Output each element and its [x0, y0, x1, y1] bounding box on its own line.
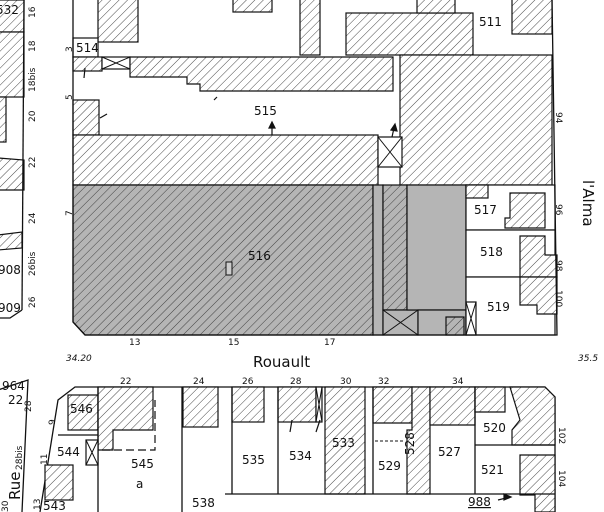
- street-number-18: 18: [28, 40, 38, 52]
- street-number-7: 7: [65, 210, 75, 216]
- parcel-544[interactable]: 544: [57, 445, 80, 459]
- parcel-545-a[interactable]: a: [136, 477, 143, 491]
- parcel-511[interactable]: 511: [479, 15, 502, 29]
- parcel-534[interactable]: 534: [289, 449, 312, 463]
- street-number-18bis: 18bis: [28, 67, 38, 92]
- parcel-988[interactable]: 988: [468, 495, 491, 509]
- parcel-538[interactable]: 538: [192, 496, 215, 510]
- street-number-98: 98: [553, 260, 563, 272]
- street-number-26: 26: [28, 296, 38, 308]
- parcel-529[interactable]: 529: [378, 459, 401, 473]
- street-number-3: 3: [65, 46, 75, 52]
- street-number-r28: 28: [24, 400, 34, 412]
- parcel-514[interactable]: 514: [76, 41, 99, 55]
- street-number-13: 13: [129, 338, 140, 348]
- parcel-909[interactable]: 909: [0, 301, 21, 315]
- street-label-rue[interactable]: Rue: [6, 472, 24, 500]
- street-label-rouault[interactable]: Rouault: [253, 353, 310, 371]
- parcel-964[interactable]: 964: [2, 379, 25, 393]
- parcel-546[interactable]: 546: [70, 402, 93, 416]
- street-number-r28bis: 28bis: [15, 445, 25, 470]
- street-number-102: 102: [556, 427, 566, 444]
- parcel-521[interactable]: 521: [481, 463, 504, 477]
- parcel-519[interactable]: 519: [487, 300, 510, 314]
- street-number-15: 15: [228, 338, 239, 348]
- parcel-543[interactable]: 543: [43, 499, 66, 512]
- street-number-96: 96: [553, 204, 563, 216]
- street-number-b32: 32: [378, 377, 389, 387]
- parcel-527[interactable]: 527: [438, 445, 461, 459]
- street-number-r13: 13: [33, 499, 43, 510]
- street-number-b24: 24: [193, 377, 205, 387]
- north-block: 514 511 515 516 517 518 519 3 5 7 13 15 …: [65, 0, 563, 348]
- parcel-545[interactable]: 545: [131, 457, 154, 471]
- street-number-r9: 9: [48, 419, 58, 425]
- street-number-24: 24: [28, 212, 38, 224]
- street-number-r30: 30: [1, 500, 11, 512]
- street-number-r11: 11: [40, 454, 50, 465]
- parcel-532[interactable]: 532: [0, 3, 19, 17]
- street-number-b26: 26: [242, 377, 254, 387]
- parcel-528[interactable]: 528: [403, 432, 417, 455]
- street-label-alma[interactable]: l'Alma: [579, 180, 597, 227]
- direction-arrows: [83, 67, 513, 501]
- street-number-20: 20: [28, 110, 38, 122]
- altitude-right: 35.5: [578, 354, 598, 364]
- street-number-b34: 34: [452, 377, 464, 387]
- street-number-26bis: 26bis: [28, 251, 38, 276]
- parcel-520[interactable]: 520: [483, 421, 506, 435]
- parcel-22-west[interactable]: 22: [8, 393, 23, 407]
- street-number-16: 16: [28, 6, 38, 18]
- street-number-104: 104: [556, 470, 566, 487]
- parcel-908[interactable]: 908: [0, 263, 21, 277]
- street-number-94: 94: [553, 112, 563, 124]
- street-number-b28: 28: [290, 377, 302, 387]
- street-number-100: 100: [553, 290, 563, 307]
- street-number-b22: 22: [120, 377, 131, 387]
- street-number-5: 5: [65, 94, 75, 100]
- altitude-left: 34.20: [66, 354, 92, 364]
- parcel-533[interactable]: 533: [332, 436, 355, 450]
- street-number-22: 22: [28, 157, 38, 168]
- parcel-535[interactable]: 535: [242, 453, 265, 467]
- parcel-517[interactable]: 517: [474, 203, 497, 217]
- small-structure: [225, 261, 233, 276]
- parcel-518[interactable]: 518: [480, 245, 503, 259]
- west-block: 532 908 909 16 18 18bis 20 22 24 26bis 2…: [0, 0, 38, 319]
- street-number-17: 17: [324, 338, 335, 348]
- parcel-515[interactable]: 515: [254, 104, 277, 118]
- south-block: 964 22 546 544 545 a 543 538 535 534 533…: [0, 377, 566, 512]
- parcel-516[interactable]: 516: [248, 249, 271, 263]
- street-number-b30: 30: [340, 377, 352, 387]
